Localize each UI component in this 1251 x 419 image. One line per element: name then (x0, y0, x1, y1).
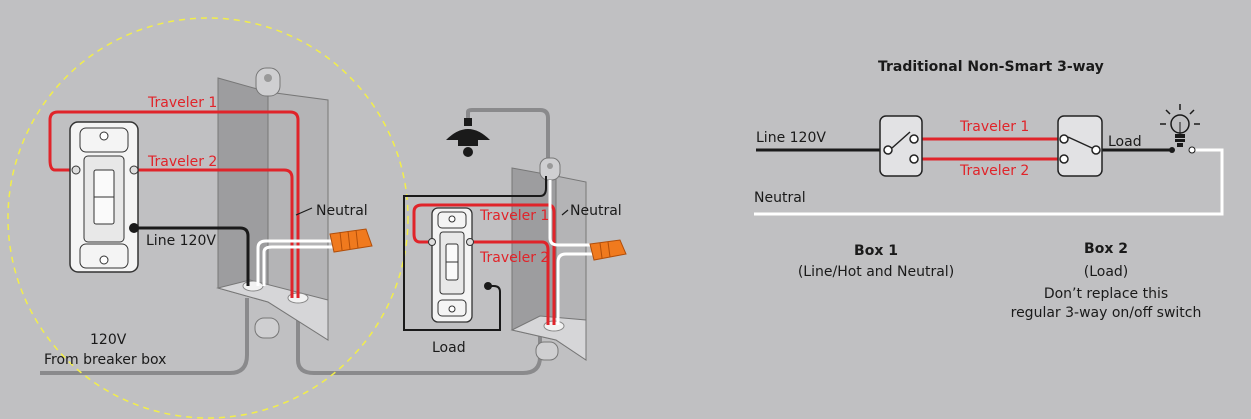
schematic-box1 (879, 115, 923, 177)
box2-bottom (510, 315, 587, 361)
box2-title: Box 2 (1084, 241, 1128, 257)
box2-traveler1-label: Traveler 1 (479, 208, 549, 224)
box1-traveler2-label: Traveler 2 (147, 154, 217, 170)
schematic-line-label: Line 120V (756, 130, 826, 146)
box2-load-wire (403, 176, 547, 331)
box1-traveler1-wire (48, 110, 300, 298)
box1-neutral-wire (256, 239, 334, 286)
schematic-title: Traditional Non-Smart 3-way (878, 59, 1104, 75)
supply-cable (40, 298, 249, 375)
schematic-traveler2-label: Traveler 2 (959, 163, 1029, 179)
schematic-load-label: Load (1108, 134, 1142, 150)
light-fixture-icon (446, 108, 550, 205)
box1-switch (69, 121, 139, 273)
box1-traveler2-wire (134, 168, 294, 298)
box1-neutral-label: Neutral (316, 203, 368, 219)
box1-highlight-circle (7, 17, 409, 419)
schematic-neutral-label: Neutral (754, 190, 806, 206)
schematic-box2 (1057, 115, 1103, 177)
box2-neutral-label: Neutral (570, 203, 622, 219)
box2-traveler2-label: Traveler 2 (479, 250, 549, 266)
box2-note-line2: regular 3-way on/off switch (1011, 305, 1202, 321)
interconnect-cable (296, 300, 542, 375)
box1-traveler1-label: Traveler 1 (147, 95, 217, 111)
light-bulb-icon (1160, 104, 1200, 154)
box1-description: (Line/Hot and Neutral) (798, 264, 954, 280)
schematic: Traditional Non-Smart 3-way (754, 59, 1224, 321)
source-voltage-label: 120V (90, 332, 127, 348)
box2-traveler2-wire (470, 240, 550, 325)
box2-illustration: Traveler 1 Traveler 2 Neutral Load (403, 108, 627, 361)
box1-wire-nut (329, 228, 373, 253)
box1-title: Box 1 (854, 243, 898, 259)
box2-note-line1: Don’t replace this (1044, 286, 1168, 302)
box2-wire-nut (589, 239, 627, 261)
box1-line-label: Line 120V (146, 233, 216, 249)
schematic-neutral-wire (754, 148, 1224, 216)
neutral-leader (295, 207, 313, 216)
box1-illustration: Traveler 1 Traveler 2 Neutral Line 120V … (7, 17, 542, 419)
box2-neutral-wire (548, 180, 594, 247)
box2-switch (428, 207, 492, 323)
box2-load-label: Load (432, 340, 466, 356)
source-origin-label: From breaker box (44, 352, 166, 368)
box2-traveler1-wire (412, 203, 556, 325)
box1-mount-tab-bottom (254, 317, 280, 339)
schematic-traveler1-label: Traveler 1 (959, 119, 1029, 135)
box2-description: (Load) (1084, 264, 1129, 280)
box1-line-wire (134, 226, 250, 286)
